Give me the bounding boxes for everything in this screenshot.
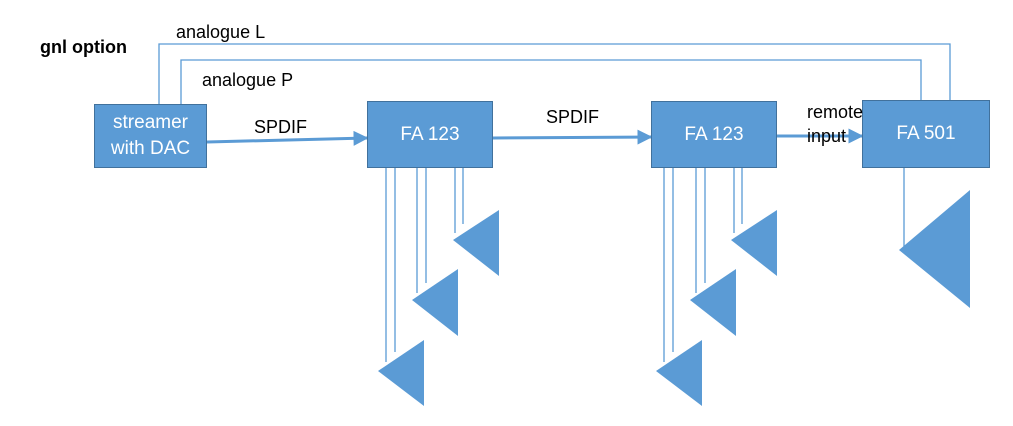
speaker-icon <box>899 190 970 308</box>
diagram-title: gnl option <box>40 37 127 57</box>
fa123-b-speaker-wires <box>663 168 743 362</box>
speaker-icon <box>731 210 777 276</box>
spdif-label-2: SPDIF <box>546 107 600 127</box>
analogue-l-line <box>158 43 951 104</box>
spdif-arrow-1 <box>206 130 369 146</box>
remote-input-label: remote input <box>807 102 864 147</box>
analogue-l-label: analogue L <box>176 22 266 42</box>
spdif-label-1: SPDIF <box>254 117 308 137</box>
speaker-icon <box>690 269 736 336</box>
speaker-icon <box>453 210 499 276</box>
fa501-node: FA 501 <box>862 100 990 168</box>
analogue-p-line <box>180 59 922 104</box>
speaker-icon <box>378 340 424 406</box>
fa123-a-speaker-wires <box>385 168 464 362</box>
streamer-with-dac-node: streamer with DAC <box>94 104 207 168</box>
fa123-node-2: FA 123 <box>651 101 777 168</box>
speaker-icon <box>412 269 458 336</box>
analogue-p-label: analogue P <box>202 70 294 90</box>
spdif-arrow-2 <box>492 129 653 145</box>
speaker-icon <box>656 340 702 406</box>
fa123-node-1: FA 123 <box>367 101 493 168</box>
